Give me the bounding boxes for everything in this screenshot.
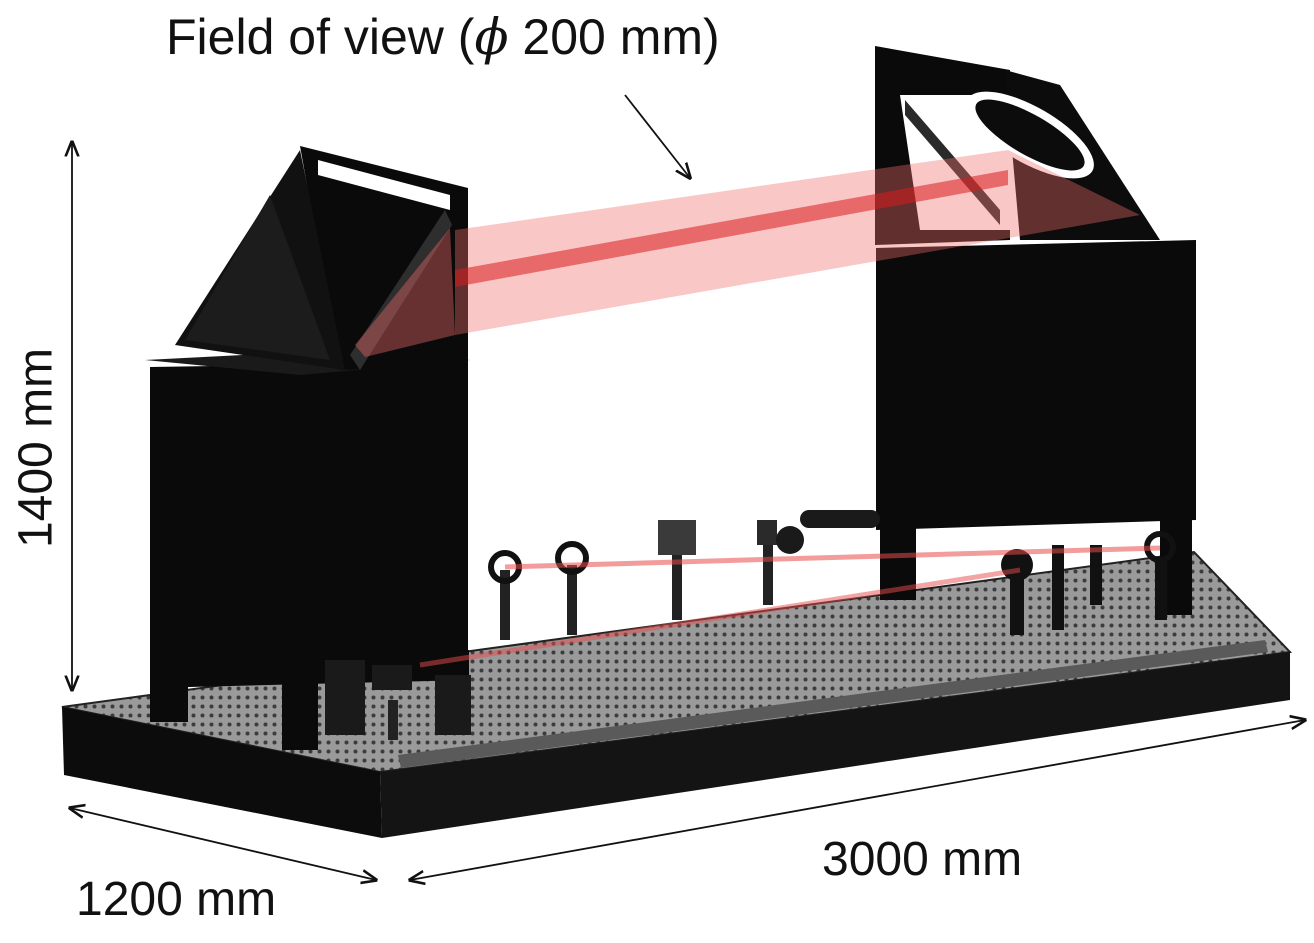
phi-symbol: ϕ: [474, 8, 509, 66]
dimension-arrows: [70, 94, 1305, 880]
width-arrow: [70, 808, 376, 880]
length-dimension-label: 3000 mm: [822, 833, 1023, 886]
left-mirror-tower: [145, 146, 470, 750]
right-mirror-tower: [875, 46, 1196, 615]
field-of-view-value: 200 mm): [508, 9, 720, 65]
length-arrow: [410, 720, 1305, 880]
height-dimension-label: 1400 mm: [9, 347, 63, 549]
width-dimension-label: 1200 mm: [76, 873, 277, 926]
fov-pointer-arrow: [624, 94, 690, 178]
field-of-view-label: Field of view (ϕ 200 mm): [166, 8, 720, 66]
laser-beams: [355, 150, 1161, 668]
optical-components: [325, 510, 1176, 740]
field-of-view-prefix: Field of view (: [166, 9, 475, 65]
